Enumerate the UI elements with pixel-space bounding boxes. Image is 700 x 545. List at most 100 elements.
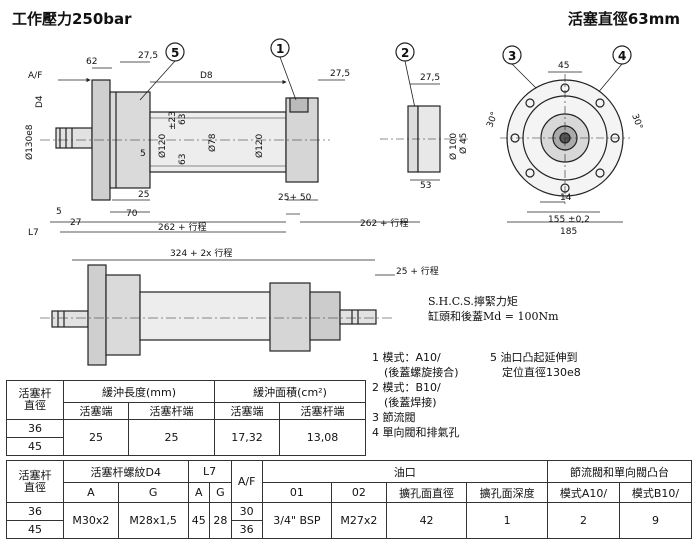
dim-100: Ø 100 bbox=[448, 133, 459, 160]
dim-63-a: 63 bbox=[178, 114, 188, 125]
t2-valve-b: 9 bbox=[618, 502, 693, 539]
t1-h-cushion-length: 緩沖長度(mm) bbox=[63, 380, 215, 403]
flange-front-view bbox=[500, 71, 630, 223]
t1-h-area-rod-end: 活塞杆端 bbox=[278, 402, 367, 420]
t2-h-g: G bbox=[117, 482, 189, 503]
dim-25-a: 25 bbox=[138, 190, 149, 200]
legend-5-line1: 5 油口凸起延伸到 bbox=[490, 351, 578, 364]
t1-h-piston-end: 活塞端 bbox=[63, 402, 129, 420]
t2-af-36: 36 bbox=[230, 520, 263, 539]
legend-2-line1: 2 模式：B10/ bbox=[372, 381, 441, 394]
t2-thread-g: M28x1,5 bbox=[117, 502, 189, 539]
t1-area-rod: 13,08 bbox=[278, 419, 367, 456]
t1-rod-45: 45 bbox=[6, 437, 64, 456]
t2-port-01: 3/4" BSP bbox=[261, 502, 333, 539]
t1-len-piston: 25 bbox=[63, 419, 129, 456]
dim-d4: D4 bbox=[35, 95, 45, 108]
t2-h-l7-a: A bbox=[187, 482, 211, 503]
legend-left: 1 模式：A10/ (後蓋螺旋接合) 2 模式：B10/ (後蓋焊接) 3 節流… bbox=[372, 350, 460, 440]
t2-af-30: 30 bbox=[230, 502, 263, 521]
dim-70: 70 bbox=[126, 209, 138, 219]
dim-l7: L7 bbox=[28, 228, 39, 238]
legend-5-line2: 定位直徑130e8 bbox=[502, 366, 581, 379]
dim-25-50: 25+ 50 bbox=[278, 193, 312, 203]
dim-185: 185 bbox=[560, 227, 577, 237]
piston-diameter-title: 活塞直徑63mm bbox=[567, 10, 680, 28]
dim-120-a: Ø120 bbox=[157, 133, 168, 158]
t2-l7-a: 45 bbox=[187, 502, 211, 539]
t2-spot-depth: 1 bbox=[466, 502, 548, 539]
dim-155: 155 ±0,2 bbox=[548, 215, 590, 225]
legend-3: 3 節流閥 bbox=[372, 411, 416, 424]
callout-3: 3 bbox=[508, 49, 516, 63]
t2-h-spot-depth: 擴孔面深度 bbox=[466, 482, 548, 503]
t2-h-mode-b: 模式B10/ bbox=[618, 482, 693, 503]
dim-30-a: 30° bbox=[485, 111, 500, 129]
t1-area-piston: 17,32 bbox=[213, 419, 280, 456]
callout-4: 4 bbox=[618, 49, 626, 63]
callout-5: 5 bbox=[171, 46, 179, 60]
dim-23: ±23 bbox=[168, 111, 178, 130]
dim-5-b: 5 bbox=[56, 207, 62, 217]
cylinder-tube bbox=[149, 111, 287, 173]
t2-l7-g: 28 bbox=[209, 502, 232, 539]
t2-h-af: A/F bbox=[230, 460, 263, 503]
dim-262-stroke-a: 262 + 行程 bbox=[158, 221, 206, 233]
shcs-note: S.H.C.S.擰緊力矩 缸頭和後蓋Md = 100Nm bbox=[428, 294, 559, 324]
t2-spot-dia: 42 bbox=[385, 502, 468, 539]
t2-h-valve: 節流閥和單向閥凸台 bbox=[546, 460, 693, 483]
side-view bbox=[40, 61, 420, 233]
dim-53: 53 bbox=[420, 181, 431, 191]
dim-262-stroke-b: 262 + 行程 bbox=[360, 217, 408, 229]
dim-27-5-c: 27,5 bbox=[420, 73, 440, 83]
dim-78: Ø78 bbox=[207, 133, 218, 152]
t2-h-l7-g: G bbox=[209, 482, 232, 503]
dim-27: 27 bbox=[70, 218, 81, 228]
dim-45-b: 45 bbox=[558, 61, 569, 71]
end-cap-side-view bbox=[380, 83, 470, 181]
t2-valve-a: 2 bbox=[546, 502, 620, 539]
t1-len-rod: 25 bbox=[127, 419, 215, 456]
working-pressure-title: 工作壓力250bar bbox=[12, 10, 132, 28]
dim-45-a: Ø 45 bbox=[458, 133, 469, 154]
callout-2: 2 bbox=[401, 46, 409, 60]
t1-rod-36: 36 bbox=[6, 419, 64, 438]
legend-right: 5 油口凸起延伸到 定位直徑130e8 bbox=[490, 350, 581, 380]
cushion-table: 活塞杆 直徑 緩沖長度(mm) 緩沖面積(cm²) 活塞端 活塞杆端 活塞端 活… bbox=[6, 380, 367, 456]
t2-h-02: 02 bbox=[331, 482, 387, 503]
t2-h-spot-dia: 擴孔面直徑 bbox=[385, 482, 468, 503]
dim-27-5-b: 27,5 bbox=[330, 69, 350, 79]
dim-120-b: Ø120 bbox=[254, 133, 265, 158]
t2-thread-a: M30x2 bbox=[63, 502, 119, 539]
shcs-note-line2: 缸頭和後蓋Md = 100Nm bbox=[428, 310, 559, 323]
t1-h-area-piston-end: 活塞端 bbox=[213, 402, 280, 420]
dim-27-5-a: 27,5 bbox=[138, 51, 158, 61]
dim-af: A/F bbox=[28, 71, 42, 81]
spec-table: 活塞杆 直徑 活塞杆螺紋D4 L7 A/F 油口 節流閥和單向閥凸台 A G A… bbox=[6, 460, 693, 539]
t2-h-a: A bbox=[63, 482, 119, 503]
t2-h-01: 01 bbox=[261, 482, 333, 503]
t2-h-port: 油口 bbox=[261, 460, 548, 483]
t2-port-02: M27x2 bbox=[331, 502, 387, 539]
dim-63-b: 63 bbox=[178, 154, 188, 165]
dim-d8: D8 bbox=[200, 71, 213, 81]
piston-rod bbox=[55, 127, 93, 149]
t2-h-mode-a: 模式A10/ bbox=[546, 482, 620, 503]
t1-h-rod: 活塞杆 直徑 bbox=[6, 380, 64, 420]
t2-h-l7: L7 bbox=[187, 460, 232, 483]
legend-1-line2: (後蓋螺旋接合) bbox=[384, 366, 459, 379]
dim-14: 14 bbox=[560, 193, 572, 203]
t2-rod-45: 45 bbox=[6, 520, 64, 539]
legend-2-line2: (後蓋焊接) bbox=[384, 396, 437, 409]
t2-h-rod: 活塞杆 直徑 bbox=[6, 460, 64, 503]
shcs-note-line1: S.H.C.S.擰緊力矩 bbox=[428, 295, 518, 308]
dim-5-a: 5 bbox=[140, 149, 146, 159]
t1-h-rod-end: 活塞杆端 bbox=[127, 402, 215, 420]
dim-324-stroke: 324 + 2x 行程 bbox=[170, 247, 232, 259]
t1-h-cushion-area: 緩沖面積(cm²) bbox=[213, 380, 367, 403]
callout-1: 1 bbox=[276, 42, 284, 56]
dim-30-b: 30° bbox=[629, 113, 644, 131]
t2-rod-36: 36 bbox=[6, 502, 64, 521]
